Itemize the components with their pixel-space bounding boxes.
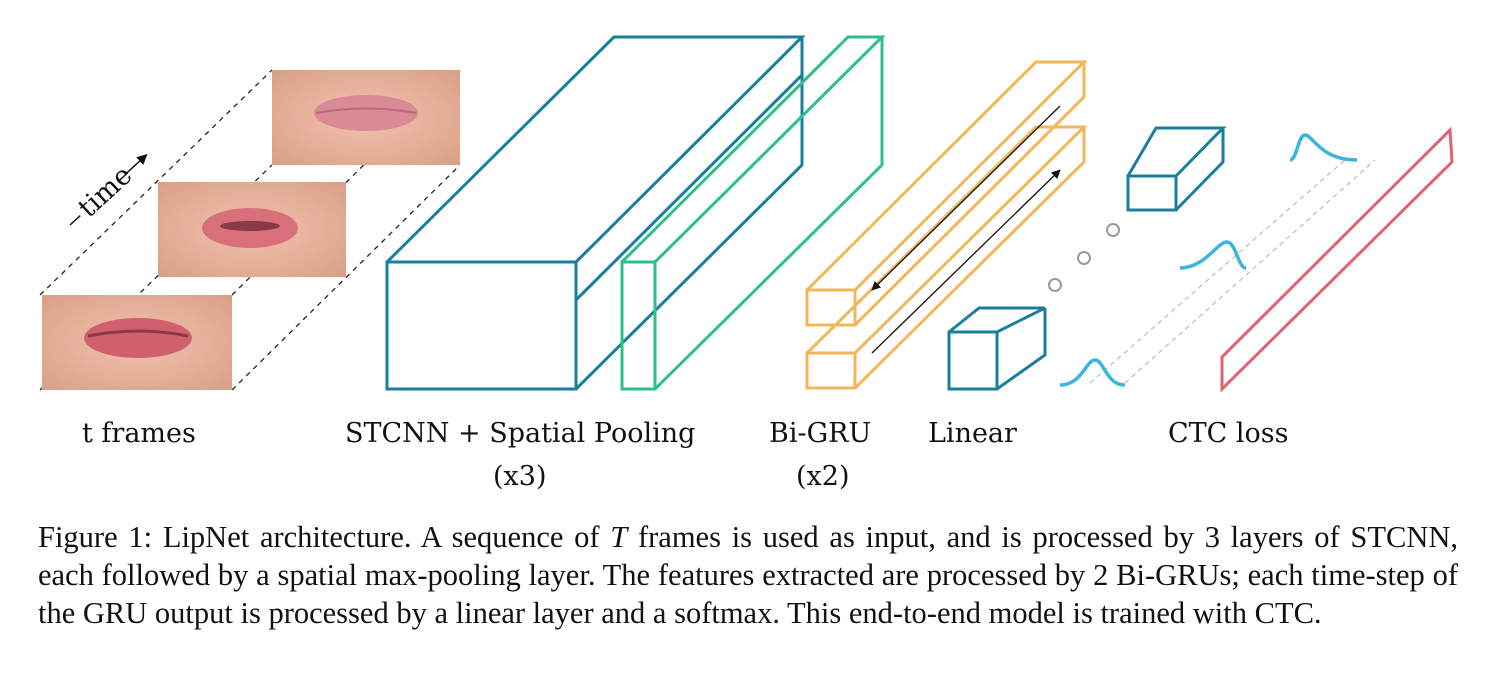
- linear-block-high: [1126, 126, 1227, 212]
- pooling-slab: [620, 35, 886, 391]
- caption-variable: T: [610, 520, 628, 554]
- stcnn-label: STCNN + Spatial Pooling: [345, 418, 695, 449]
- bigru-direction-arrows: [871, 105, 1061, 354]
- bigru-repeat-label: (x2): [796, 461, 849, 492]
- linear-block-low: [947, 306, 1047, 391]
- lipnet-architecture-diagram: time: [39, 35, 1454, 492]
- input-frames: time: [39, 69, 461, 391]
- frames-label: t frames: [82, 418, 196, 449]
- stcnn-block: [385, 35, 806, 391]
- bigru-bar-top: [805, 60, 1088, 327]
- stcnn-repeat-label: (x3): [493, 461, 546, 492]
- lip-frame-2: [158, 182, 346, 277]
- ctc-loss-slab: [1220, 126, 1454, 393]
- ellipsis-dots: [1048, 223, 1120, 292]
- caption-text-end: frames is used as input, and is processe…: [38, 520, 1458, 630]
- caption-figure-label: Figure 1:: [38, 520, 153, 554]
- ctc-loss-label: CTC loss: [1168, 418, 1289, 449]
- ctc-guide-lines: [1089, 159, 1376, 384]
- bigru-label: Bi-GRU: [769, 418, 871, 449]
- lip-frame-3: [272, 70, 460, 165]
- linear-label: Linear: [928, 418, 1017, 449]
- ctc-peaks: [1059, 133, 1358, 387]
- figure-caption: Figure 1: LipNet architecture. A sequenc…: [38, 518, 1458, 632]
- bigru-bar-bottom: [805, 125, 1088, 390]
- lip-frame-1: [42, 295, 232, 390]
- caption-text-start: LipNet architecture. A sequence of: [162, 520, 600, 554]
- time-label: time: [69, 154, 148, 226]
- time-text: time: [72, 160, 138, 224]
